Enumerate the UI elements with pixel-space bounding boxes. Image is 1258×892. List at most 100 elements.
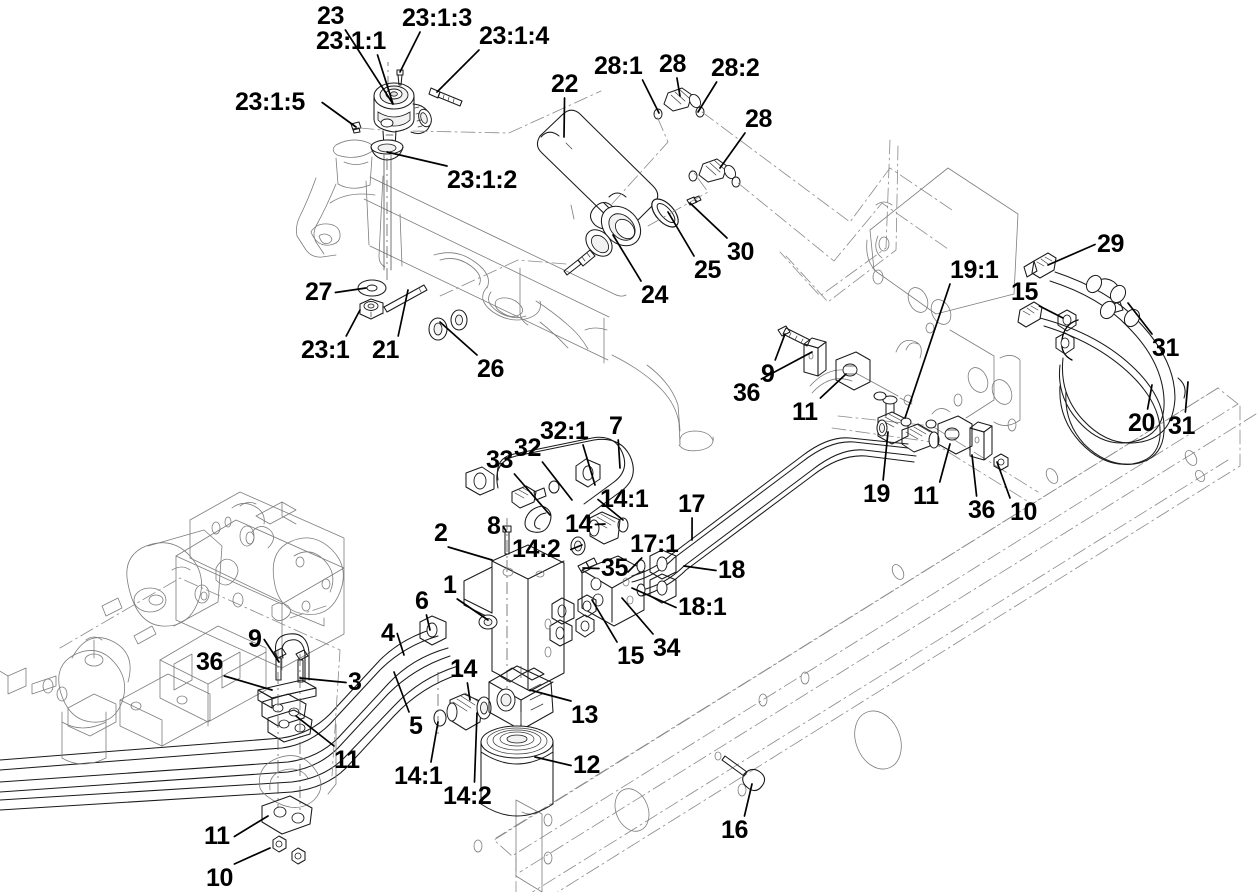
callout-19[interactable]: 19 bbox=[863, 480, 891, 508]
left-clamp-cluster bbox=[257, 605, 327, 865]
tube-nut-left-upper bbox=[551, 597, 575, 625]
callout-36[interactable]: 36 bbox=[733, 379, 761, 407]
callout-30[interactable]: 30 bbox=[727, 238, 755, 266]
callout-32[interactable]: 32 bbox=[514, 434, 542, 462]
callout-26[interactable]: 26 bbox=[477, 355, 505, 383]
callout-29[interactable]: 29 bbox=[1097, 230, 1125, 258]
callout-5[interactable]: 5 bbox=[409, 712, 423, 740]
callout-28-1[interactable]: 28:1 bbox=[594, 52, 643, 80]
part-35-screw bbox=[577, 557, 598, 574]
leader-line-14 bbox=[594, 523, 606, 526]
callout-36[interactable]: 36 bbox=[968, 496, 996, 524]
leader-line-28-1 bbox=[641, 79, 660, 114]
callout-22[interactable]: 22 bbox=[551, 70, 579, 98]
leader-line-32 bbox=[541, 461, 573, 501]
callout-8[interactable]: 8 bbox=[487, 512, 501, 540]
callout-36[interactable]: 36 bbox=[196, 648, 224, 676]
callout-20[interactable]: 20 bbox=[1128, 409, 1156, 437]
leader-line-11 bbox=[295, 715, 335, 747]
callout-24[interactable]: 24 bbox=[641, 281, 669, 309]
callout-17[interactable]: 17 bbox=[678, 490, 706, 518]
leader-line-23-1-2 bbox=[386, 151, 448, 167]
part-10-nut-bottom-a bbox=[272, 835, 287, 853]
leader-line-28 bbox=[676, 77, 681, 97]
part-28-2-oring-upper bbox=[695, 106, 705, 118]
callout-3[interactable]: 3 bbox=[348, 668, 362, 696]
callout-11[interactable]: 11 bbox=[204, 822, 230, 850]
callout-28[interactable]: 28 bbox=[659, 50, 687, 78]
part-21-pin bbox=[383, 284, 428, 313]
part-15-fitting-center-upper bbox=[577, 594, 597, 618]
callout-27[interactable]: 27 bbox=[305, 278, 333, 306]
callout-14-2[interactable]: 14:2 bbox=[443, 782, 492, 810]
callout-25[interactable]: 25 bbox=[694, 256, 722, 284]
callout-12[interactable]: 12 bbox=[573, 751, 601, 779]
leader-line-14-2 bbox=[473, 712, 478, 783]
callout-10[interactable]: 10 bbox=[206, 864, 234, 892]
callout-23-1-5[interactable]: 23:1:5 bbox=[235, 88, 305, 116]
callout-14-1[interactable]: 14:1 bbox=[600, 485, 649, 513]
callout-14-2[interactable]: 14:2 bbox=[512, 535, 561, 563]
callout-13[interactable]: 13 bbox=[571, 701, 599, 729]
leader-line-31 bbox=[1127, 302, 1153, 335]
callout-31[interactable]: 31 bbox=[1152, 334, 1180, 362]
callout-4[interactable]: 4 bbox=[381, 619, 395, 647]
callout-15[interactable]: 15 bbox=[617, 642, 645, 670]
callout-17-1[interactable]: 17:1 bbox=[630, 530, 679, 558]
part-1-nut-a bbox=[478, 614, 498, 630]
callout-9[interactable]: 9 bbox=[761, 360, 775, 388]
callout-35[interactable]: 35 bbox=[601, 554, 629, 582]
callout-23-1-3[interactable]: 23:1:3 bbox=[402, 4, 472, 32]
callout-23-1-1[interactable]: 23:1:1 bbox=[316, 27, 386, 55]
leader-line-28 bbox=[719, 132, 746, 169]
callout-33[interactable]: 33 bbox=[486, 446, 514, 474]
callout-11[interactable]: 11 bbox=[334, 746, 360, 774]
callout-23[interactable]: 23 bbox=[317, 2, 345, 30]
callout-9[interactable]: 9 bbox=[248, 625, 262, 653]
callout-16[interactable]: 16 bbox=[721, 816, 749, 844]
part-31-hose-clamp-lower bbox=[1177, 377, 1186, 399]
callout-19-1[interactable]: 19:1 bbox=[950, 256, 999, 284]
part-2-filter-mount-bracket bbox=[463, 518, 565, 700]
leader-line-36 bbox=[760, 351, 813, 380]
part-28-hydraulic-fitting-upper bbox=[663, 87, 702, 112]
leader-line-19 bbox=[882, 431, 889, 481]
part-14-1-oring-b bbox=[433, 709, 447, 727]
leader-line-11 bbox=[938, 443, 951, 483]
callout-34[interactable]: 34 bbox=[653, 634, 681, 662]
callout-28[interactable]: 28 bbox=[745, 105, 773, 133]
callout-11[interactable]: 11 bbox=[792, 398, 818, 426]
callout-23-1[interactable]: 23:1 bbox=[301, 336, 350, 364]
leader-line-29 bbox=[1047, 243, 1096, 266]
callout-15[interactable]: 15 bbox=[1011, 278, 1039, 306]
callout-18-1[interactable]: 18:1 bbox=[678, 593, 727, 621]
leader-line-10 bbox=[233, 847, 271, 865]
callout-14-1[interactable]: 14:1 bbox=[394, 762, 443, 790]
callout-1[interactable]: 1 bbox=[443, 571, 457, 599]
callout-11[interactable]: 11 bbox=[913, 482, 939, 510]
leader-line-11 bbox=[233, 815, 269, 838]
callout-10[interactable]: 10 bbox=[1010, 498, 1038, 526]
callout-14[interactable]: 14 bbox=[450, 655, 478, 683]
leader-line-31 bbox=[1184, 381, 1189, 413]
leader-line-32-1 bbox=[582, 444, 596, 486]
leader-line-15 bbox=[1038, 305, 1064, 319]
part-23-1-nut bbox=[359, 298, 384, 320]
callout-23-1-2[interactable]: 23:1:2 bbox=[447, 166, 517, 194]
part-11-clamp-right bbox=[937, 415, 973, 455]
callout-31[interactable]: 31 bbox=[1168, 412, 1196, 440]
part-10-nut-right bbox=[993, 453, 1009, 471]
callout-32-1[interactable]: 32:1 bbox=[540, 417, 589, 445]
callout-18[interactable]: 18 bbox=[718, 556, 746, 584]
callout-6[interactable]: 6 bbox=[415, 587, 429, 615]
callout-7[interactable]: 7 bbox=[609, 412, 623, 440]
part-12-oil-filter bbox=[480, 725, 554, 817]
callout-23-1-4[interactable]: 23:1:4 bbox=[479, 22, 549, 50]
callout-21[interactable]: 21 bbox=[372, 336, 400, 364]
part-24-rod-end bbox=[563, 229, 613, 276]
callout-28-2[interactable]: 28:2 bbox=[711, 54, 760, 82]
callout-2[interactable]: 2 bbox=[434, 519, 448, 547]
callout-14[interactable]: 14 bbox=[565, 510, 593, 538]
leader-line-25 bbox=[667, 211, 695, 257]
